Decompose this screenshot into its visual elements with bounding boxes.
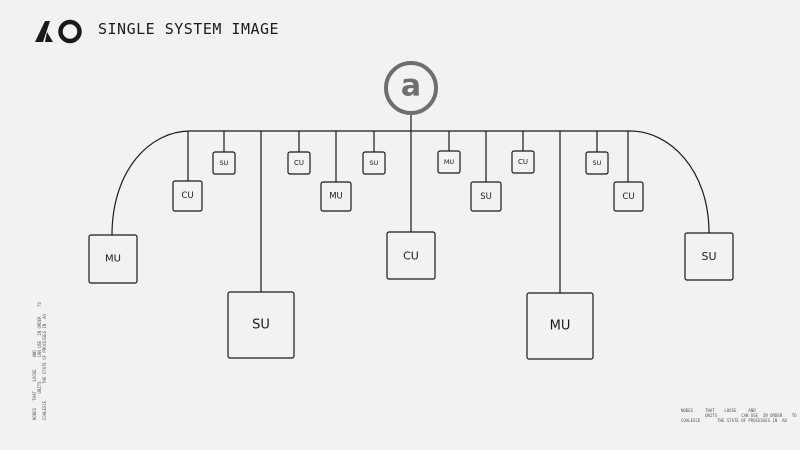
node-box bbox=[470, 181, 502, 212]
node-box bbox=[88, 234, 138, 284]
node-label: CU bbox=[622, 192, 634, 202]
node-label: MU bbox=[550, 319, 571, 334]
node-box bbox=[613, 181, 644, 212]
node-box bbox=[585, 151, 609, 175]
node-label: SU bbox=[252, 318, 270, 333]
node-box bbox=[437, 150, 461, 174]
node-box bbox=[511, 150, 535, 174]
node-box bbox=[227, 291, 295, 359]
hub-label: a bbox=[401, 69, 421, 104]
node-box bbox=[684, 232, 734, 281]
node-box bbox=[172, 180, 203, 212]
node-label: CU bbox=[403, 250, 419, 263]
node-box bbox=[320, 181, 352, 212]
node-box bbox=[362, 151, 386, 175]
hub-node: a bbox=[384, 61, 438, 115]
node-label: SU bbox=[370, 159, 379, 167]
node-label: CU bbox=[294, 159, 304, 167]
node-label: SU bbox=[220, 159, 229, 167]
node-label: SU bbox=[593, 159, 602, 167]
node-box bbox=[287, 151, 311, 175]
node-label: MU bbox=[329, 192, 343, 202]
node-label: MU bbox=[444, 158, 455, 166]
page-title: SINGLE SYSTEM IMAGE bbox=[98, 20, 280, 38]
node-box bbox=[212, 151, 236, 175]
node-label: MU bbox=[105, 254, 121, 265]
node-box bbox=[386, 231, 436, 280]
node-label: CU bbox=[181, 191, 193, 201]
node-box bbox=[526, 292, 594, 360]
node-label: SU bbox=[480, 192, 492, 202]
node-label: CU bbox=[518, 158, 528, 166]
footnote-right: NODES THAT LOOSE AND UNITS CAN USE IN OR… bbox=[681, 408, 797, 423]
ao-logo bbox=[35, 19, 82, 44]
footnote-left: NODES THAT LOOSE AND UNITS CAN USE IN OR… bbox=[32, 301, 47, 420]
bus-line bbox=[111, 130, 710, 236]
node-label: SU bbox=[701, 250, 716, 263]
